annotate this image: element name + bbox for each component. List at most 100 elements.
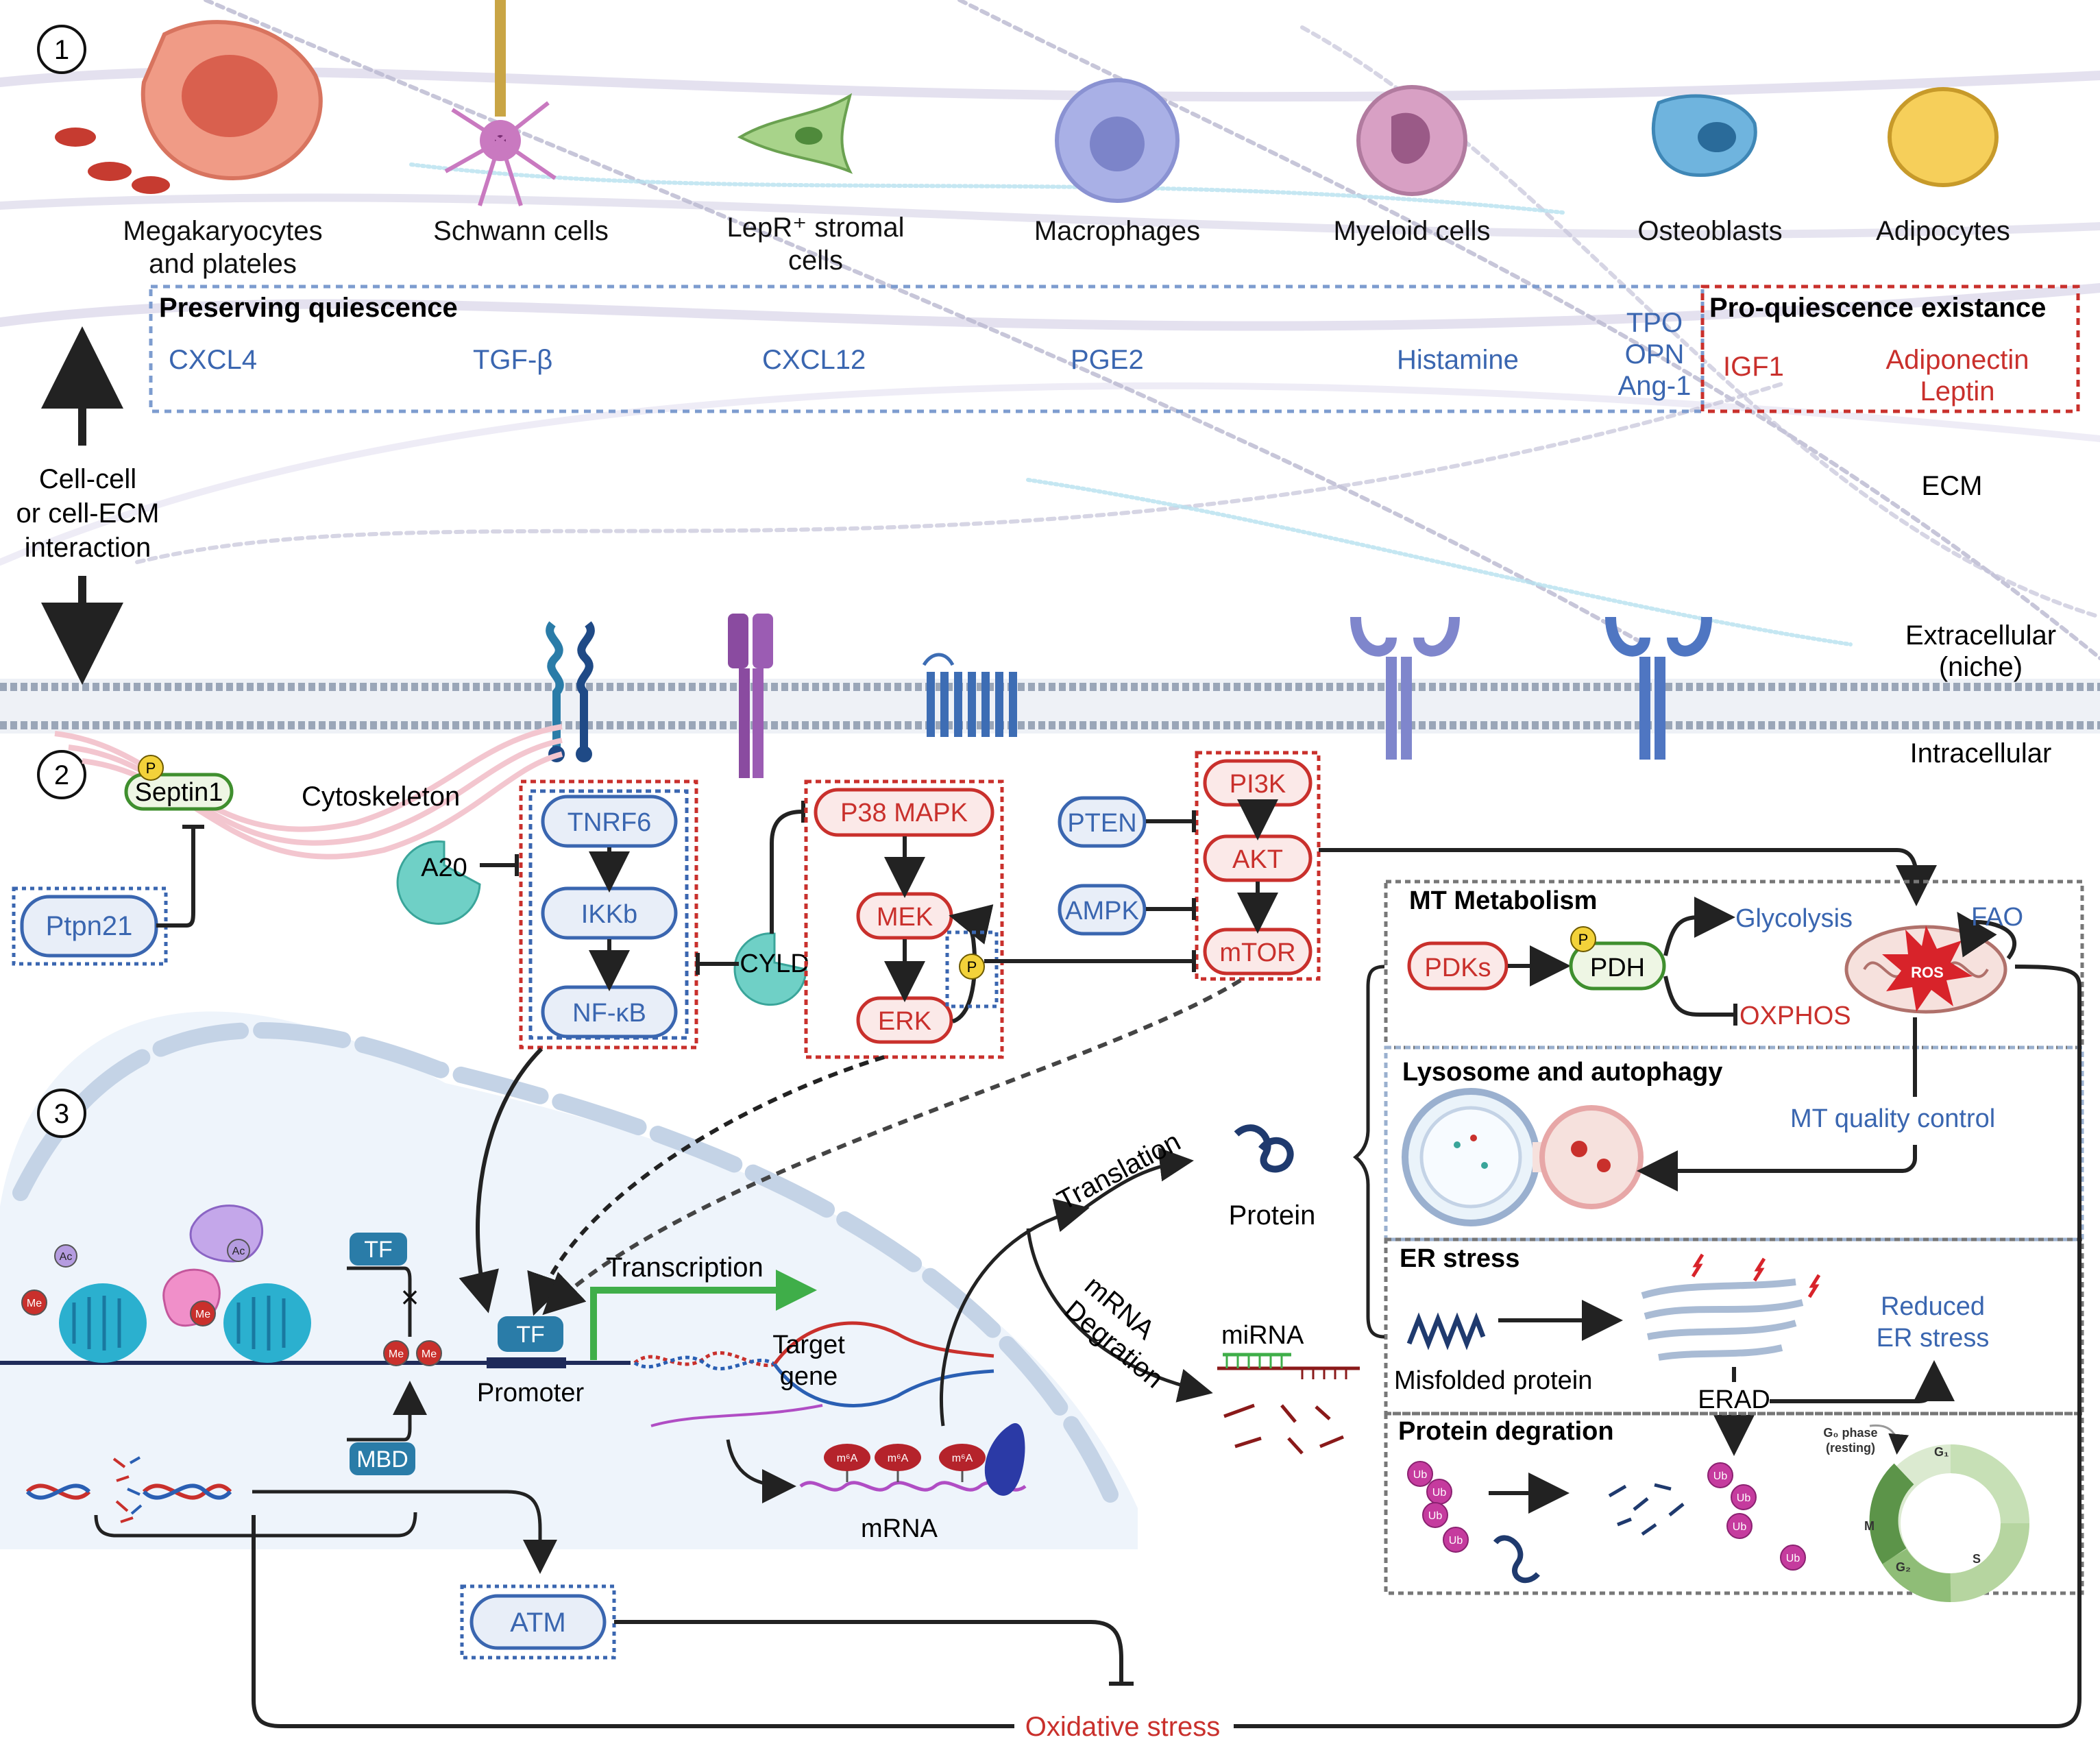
arrow-erk-tf xyxy=(527,1055,885,1316)
cyld-inhibits-p38 xyxy=(770,810,803,934)
arrow-fao xyxy=(1957,912,1997,958)
target-gene-dna xyxy=(633,1321,994,1407)
cyld-label: CYLD xyxy=(740,949,809,978)
mapk-box xyxy=(804,779,1004,1059)
ros-label: ROS xyxy=(1911,964,1944,981)
p38-node: P38 MAPK xyxy=(814,788,994,837)
ubiquitin-icon: Ub xyxy=(1780,1545,1806,1571)
me-mark-icon: Me xyxy=(21,1289,47,1316)
m-label: M xyxy=(1864,1519,1875,1533)
ikkb-label: IKKb xyxy=(581,900,637,929)
me-mark-label: Me xyxy=(389,1348,404,1360)
protein-degradation-title: Protein degration xyxy=(1398,1417,1614,1446)
ubiquitin-icon: Ub xyxy=(1443,1527,1469,1553)
glycolysis-label: Glycolysis xyxy=(1735,904,1853,933)
cyld-node: CYLD xyxy=(733,932,809,1006)
ubiquitin-icon: Ub xyxy=(1426,1479,1452,1505)
cell-cycle-icon xyxy=(1869,1444,2029,1602)
receptor-integrin-icon xyxy=(728,614,773,778)
nfkb-node: NF-κB xyxy=(541,985,678,1039)
cell-label-adipocytes: Adipocytes xyxy=(1876,216,2010,246)
ubiquitin-label: Ub xyxy=(1713,1470,1728,1482)
tpo-line: Ang-1 xyxy=(1618,371,1692,401)
mtor-label: mTOR xyxy=(1219,938,1295,967)
ubiquitin-icon: Ub xyxy=(1731,1484,1757,1510)
receptor-gpcr-icon xyxy=(922,653,1017,737)
translation-label: Translation xyxy=(1053,1126,1186,1216)
g0-line: (resting) xyxy=(1826,1441,1875,1455)
nfkb-label: NF-κB xyxy=(572,999,646,1028)
cell-label-line: LepR⁺ stromal xyxy=(727,213,905,243)
cell-interaction-line: Cell-cell xyxy=(39,464,136,494)
g0-phase-label: G₀ phase(resting) xyxy=(1823,1426,1877,1455)
m6a-label: m⁶A xyxy=(888,1453,909,1464)
protein-icon xyxy=(1234,1124,1294,1173)
extracellular-line: Extracellular xyxy=(1905,620,2056,651)
adipocyte-icon xyxy=(1888,87,1999,187)
m6a-mark-icon: m⁶A xyxy=(875,1444,921,1482)
pdh-p-badge: P xyxy=(1570,926,1596,952)
mitochondria-icon: ROS xyxy=(1844,925,2007,1014)
extracellular-label: Extracellular(niche) xyxy=(1905,620,2056,682)
ubiquitin-label: Ub xyxy=(1737,1492,1751,1504)
dna-double-helix-icon xyxy=(25,1456,232,1523)
arrow-mrna-degradation xyxy=(1026,1228,1213,1403)
m6a-mark-icon: m⁶A xyxy=(824,1444,870,1482)
factor-histamine: Histamine xyxy=(1397,345,1519,375)
pi3k-label: PI3K xyxy=(1230,770,1286,799)
mrna-degradation-label-group: mRNADegration xyxy=(1059,1270,1190,1394)
ubiquitin-label: Ub xyxy=(1449,1535,1463,1547)
extracellular-line: (niche) xyxy=(1939,652,2023,682)
atm-box xyxy=(460,1584,616,1660)
mek-label: MEK xyxy=(877,903,933,932)
cells-row xyxy=(55,0,1999,206)
arrow-erk-mek xyxy=(949,904,994,1024)
mbd-node: MBD xyxy=(350,1442,415,1475)
transcription-arrow xyxy=(590,1270,817,1360)
ptpn21-inhibits-septin xyxy=(156,827,195,928)
mrna-label: mRNA xyxy=(861,1514,938,1543)
panel-bracket xyxy=(1352,965,1385,1339)
tf-promoter-label: TF xyxy=(516,1322,545,1348)
mbd-label: MBD xyxy=(356,1446,408,1473)
m6a-mark-icon: m⁶A xyxy=(939,1444,986,1482)
section-number-1 xyxy=(37,25,86,74)
me-mark-label: Me xyxy=(195,1309,210,1320)
tnrf6-node: TNRF6 xyxy=(541,795,678,848)
arrow-nfkb-tf xyxy=(459,1047,544,1313)
me-mark-icon: Me xyxy=(383,1340,409,1366)
a20-node: A20 xyxy=(396,840,481,925)
ubiquitin-label: Ub xyxy=(1733,1521,1747,1533)
erk-label: ERK xyxy=(878,1007,931,1036)
adipo-line: Adiponectin xyxy=(1885,345,2029,375)
tpo-line: TPO xyxy=(1626,308,1683,338)
cell-label-line: Megakaryocytes xyxy=(123,216,322,246)
erk-p-badge: P xyxy=(959,954,985,980)
ubiquitin-label: Ub xyxy=(1786,1553,1800,1564)
nfkb-outer-box xyxy=(519,779,698,1050)
pro-quiescence-title: Pro-quiescence existance xyxy=(1709,293,2046,323)
cell-label-macrophages: Macrophages xyxy=(1034,216,1200,246)
receptor-violet-icon xyxy=(1350,616,1460,760)
pro-quiescence-box: Pro-quiescence existance IGF1 Adiponecti… xyxy=(1700,284,2080,413)
pdh-inhibits-oxphos xyxy=(1663,976,1734,1017)
arrow-mt-quality-control xyxy=(1645,1017,1917,1171)
preserving-quiescence-title: Preserving quiescence xyxy=(159,293,458,323)
svg-text:P: P xyxy=(146,760,156,777)
lysosome-box xyxy=(1384,1045,2084,1242)
cell-label-myeloid: Myeloid cells xyxy=(1334,216,1491,246)
mrna-degradation-label: mRNADegration xyxy=(1059,1270,1190,1394)
er-icon xyxy=(1641,1279,1804,1361)
pten-label: PTEN xyxy=(1067,809,1136,838)
factor-pge2: PGE2 xyxy=(1071,345,1144,375)
misfolded-protein-label: Misfolded protein xyxy=(1394,1366,1592,1395)
receptor-blue-icon xyxy=(1605,616,1712,760)
cell-label-schwann: Schwann cells xyxy=(433,216,609,246)
fao-label: FAO xyxy=(1971,903,2023,932)
svg-text:P: P xyxy=(1578,931,1589,948)
